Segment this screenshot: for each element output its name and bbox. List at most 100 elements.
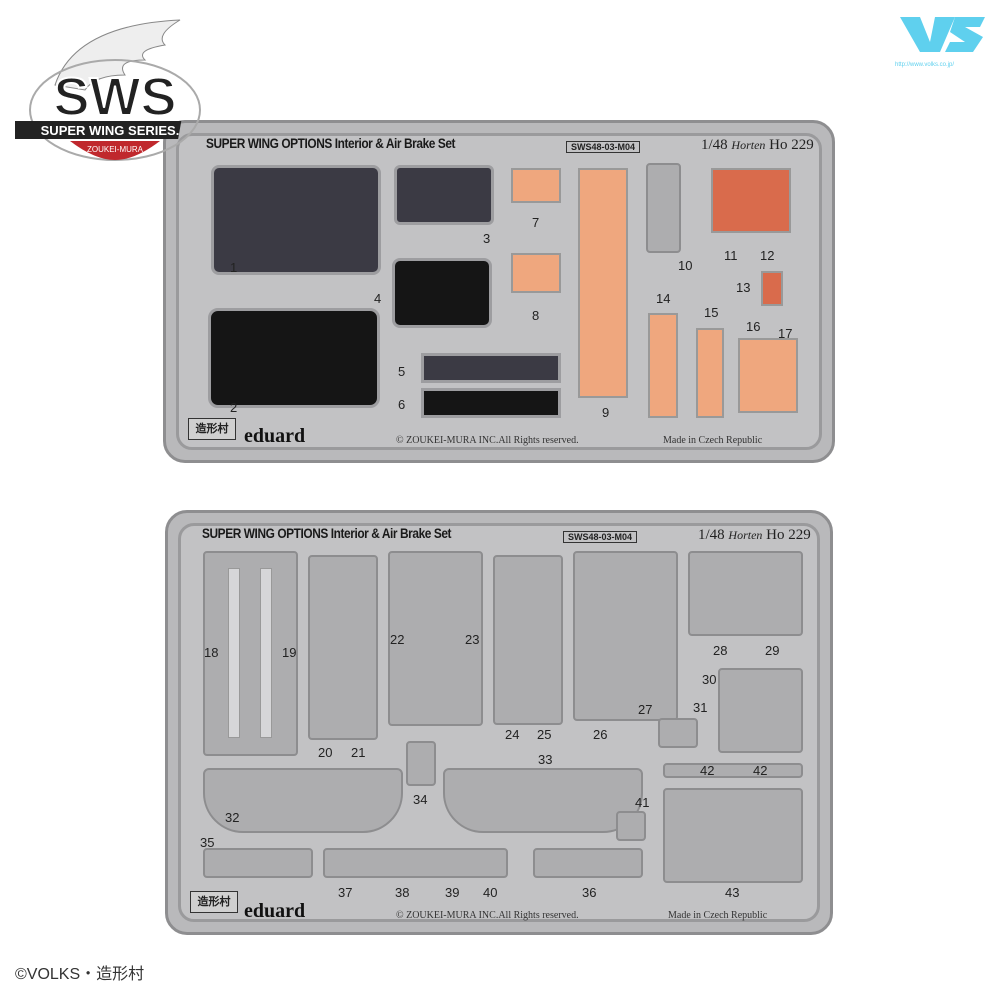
fret-title: SUPER WING OPTIONS Interior & Air Brake … xyxy=(206,135,456,151)
part-5 xyxy=(421,353,561,383)
part-number: 7 xyxy=(532,215,540,230)
zoukei-mura-stamp: 造形村 xyxy=(190,891,238,913)
part-number: 41 xyxy=(635,795,650,810)
instrument-panel-1 xyxy=(211,165,381,275)
part-42 xyxy=(663,763,803,778)
vs-url: http://www.volks.co.jp/ xyxy=(895,62,955,68)
part-number: 6 xyxy=(398,397,406,412)
part-37-40 xyxy=(323,848,508,878)
part-number: 28 xyxy=(713,643,728,658)
part-number: 12 xyxy=(760,248,775,263)
part-7 xyxy=(511,168,561,203)
eduard-brand: eduard xyxy=(244,425,306,447)
part-4 xyxy=(392,258,492,328)
part-number: 22 xyxy=(390,632,405,647)
part-32 xyxy=(203,768,403,833)
sws-logo-subtitle: SUPER WING SERIES. xyxy=(41,123,180,138)
part-number: 17 xyxy=(778,326,793,341)
part-number: 29 xyxy=(765,643,780,658)
part-number: 34 xyxy=(413,792,428,807)
fret-scale: 1/48 Horten Ho 229 xyxy=(701,137,814,153)
part-number: 40 xyxy=(483,885,498,900)
part-14 xyxy=(648,313,678,418)
part-13 xyxy=(761,271,783,306)
fret-code: SWS48-03-M04 xyxy=(563,531,638,543)
part-number: 19 xyxy=(282,645,297,660)
slot xyxy=(228,568,240,738)
part-number: 35 xyxy=(200,835,215,850)
part-6 xyxy=(421,388,561,418)
eduard-brand: eduard xyxy=(244,900,306,922)
fret-title: SUPER WING OPTIONS Interior & Air Brake … xyxy=(202,525,452,541)
origin: Made in Czech Republic xyxy=(663,435,763,446)
part-number: 25 xyxy=(537,727,552,742)
part-number: 43 xyxy=(725,885,740,900)
part-number: 14 xyxy=(656,291,671,306)
part-number: 21 xyxy=(351,745,366,760)
part-number: 42 xyxy=(700,763,715,778)
part-number: 3 xyxy=(483,231,491,246)
part-24-25 xyxy=(493,555,563,725)
fret-top: SUPER WING OPTIONS Interior & Air Brake … xyxy=(163,120,835,463)
part-16-17 xyxy=(738,338,798,413)
part-20-21 xyxy=(308,555,378,740)
part-34 xyxy=(406,741,436,786)
part-number: 13 xyxy=(736,280,751,295)
part-number: 1 xyxy=(230,260,238,275)
part-8 xyxy=(511,253,561,293)
part-36 xyxy=(533,848,643,878)
vs-logo: http://www.volks.co.jp/ xyxy=(895,12,990,72)
part-30 xyxy=(718,668,803,753)
origin: Made in Czech Republic xyxy=(668,910,768,921)
part-number: 2 xyxy=(230,400,238,415)
part-number: 15 xyxy=(704,305,719,320)
part-26-27 xyxy=(573,551,678,721)
part-number: 10 xyxy=(678,258,693,273)
part-number: 42 xyxy=(753,763,768,778)
sws-logo: SWS SUPER WING SERIES. ZOUKEI-MURA xyxy=(0,15,205,165)
part-number: 24 xyxy=(505,727,520,742)
part-11-12 xyxy=(711,168,791,233)
part-number: 16 xyxy=(746,319,761,334)
part-number: 18 xyxy=(204,645,219,660)
part-number: 9 xyxy=(602,405,610,420)
part-number: 31 xyxy=(693,700,708,715)
part-number: 39 xyxy=(445,885,460,900)
part-3 xyxy=(394,165,494,225)
instrument-panel-2 xyxy=(208,308,380,408)
sws-logo-maker: ZOUKEI-MURA xyxy=(87,145,144,154)
part-number: 37 xyxy=(338,885,353,900)
part-35 xyxy=(203,848,313,878)
part-22-23 xyxy=(388,551,483,726)
part-number: 26 xyxy=(593,727,608,742)
copyright: © ZOUKEI-MURA INC.All Rights reserved. xyxy=(396,435,579,446)
part-9 xyxy=(578,168,628,398)
part-10 xyxy=(646,163,681,253)
fret-code: SWS48-03-M04 xyxy=(566,141,641,153)
part-31 xyxy=(658,718,698,748)
slot xyxy=(260,568,272,738)
part-number: 8 xyxy=(532,308,540,323)
part-28-29 xyxy=(688,551,803,636)
part-number: 27 xyxy=(638,702,653,717)
part-number: 5 xyxy=(398,364,406,379)
part-number: 11 xyxy=(724,248,738,263)
part-18-19 xyxy=(203,551,298,756)
part-15 xyxy=(696,328,724,418)
part-number: 4 xyxy=(374,291,382,306)
fret-scale: 1/48 Horten Ho 229 xyxy=(698,527,811,543)
copyright: © ZOUKEI-MURA INC.All Rights reserved. xyxy=(396,910,579,921)
part-number: 38 xyxy=(395,885,410,900)
part-number: 36 xyxy=(582,885,597,900)
sws-logo-text: SWS xyxy=(53,67,176,127)
part-33 xyxy=(443,768,643,833)
part-number: 20 xyxy=(318,745,333,760)
footer-copyright: ©VOLKS・造形村 xyxy=(15,966,145,983)
part-number: 33 xyxy=(538,752,553,767)
part-41 xyxy=(616,811,646,841)
part-43 xyxy=(663,788,803,883)
fret-bottom: SUPER WING OPTIONS Interior & Air Brake … xyxy=(165,510,833,935)
part-number: 32 xyxy=(225,810,240,825)
zoukei-mura-stamp: 造形村 xyxy=(188,418,236,440)
part-number: 30 xyxy=(702,672,717,687)
